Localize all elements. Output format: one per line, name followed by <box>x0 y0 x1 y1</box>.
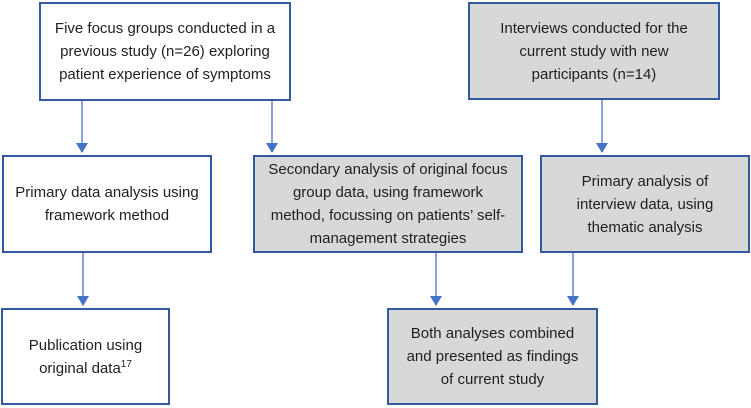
box-publication-reference-superscript: 17 <box>120 358 132 370</box>
box-primary-framework-analysis: Primary data analysis using framework me… <box>2 155 212 253</box>
box-publication-text: Publication using original data17 <box>29 334 142 380</box>
box-primary-thematic-analysis: Primary analysis of interview data, usin… <box>540 155 750 253</box>
box-focus-groups-text: Five focus groups conducted in a previou… <box>54 20 276 83</box>
box-interviews: Interviews conducted for the current stu… <box>468 2 720 100</box>
box-primary-thematic-analysis-text: Primary analysis of interview data, usin… <box>576 172 714 236</box>
box-focus-groups: Five focus groups conducted in a previou… <box>39 2 291 101</box>
box-combined-findings-text: Both analyses combined and presented as … <box>406 325 579 388</box>
box-publication-text-main: Publication using original data <box>28 336 143 377</box>
box-secondary-analysis-text: Secondary analysis of original focus gro… <box>268 161 508 247</box>
box-publication: Publication using original data17 <box>1 308 170 405</box>
box-secondary-analysis: Secondary analysis of original focus gro… <box>253 155 523 253</box>
box-primary-framework-analysis-text: Primary data analysis using framework me… <box>15 184 199 224</box>
box-interviews-text: Interviews conducted for the current stu… <box>500 19 688 83</box>
box-combined-findings: Both analyses combined and presented as … <box>387 308 598 405</box>
